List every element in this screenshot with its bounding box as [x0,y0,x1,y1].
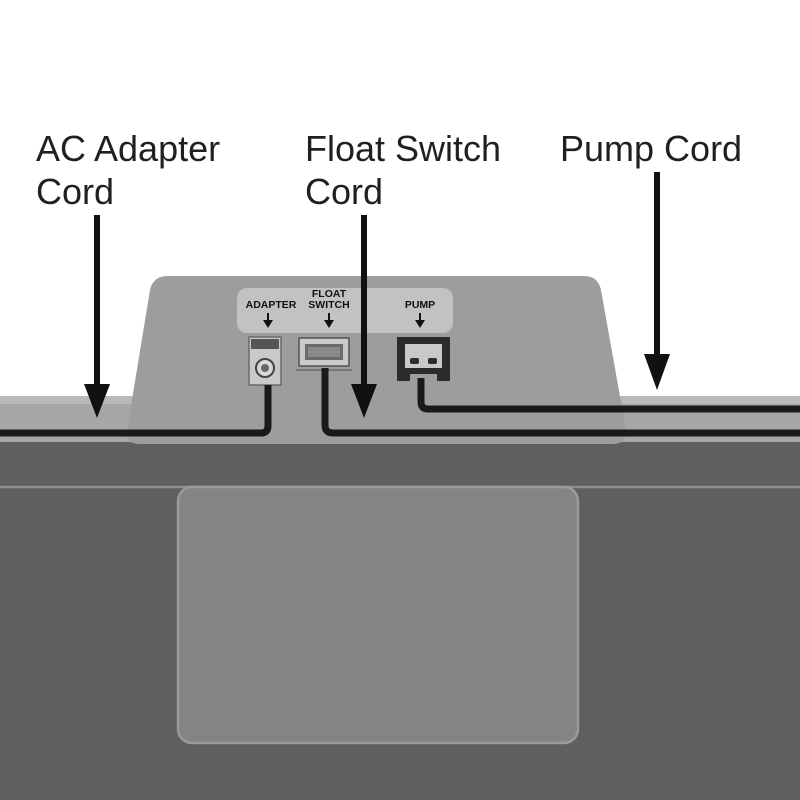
port-label-pump: PUMP [405,299,435,311]
port-arrow-adapter-icon [263,313,273,328]
port-label-adapter: ADAPTER [246,299,297,311]
float-switch-port-icon [296,337,352,371]
port-label-float-line2: SWITCH [308,299,349,311]
callout-arrow-ac-adapter-icon [84,215,110,418]
float-switch-cord [321,368,800,437]
callout-arrow-float-switch-icon [351,215,377,418]
port-arrow-float-icon [324,313,334,328]
port-label-float-line1: FLOAT [312,288,347,300]
port-label-strip [237,288,453,333]
adapter-port-icon [248,336,282,386]
callout-ac-adapter-cord: AC Adapter Cord [36,128,221,212]
ac-adapter-cord [0,385,272,437]
callout-arrow-pump-icon [644,172,670,390]
callout-float-switch-cord: Float Switch Cord [305,128,502,212]
pump-cord [417,378,800,413]
port-arrow-pump-icon [415,313,425,328]
pump-socket-icon [397,337,450,381]
center-panel [176,485,580,745]
callout-pump-cord: Pump Cord [560,128,743,169]
